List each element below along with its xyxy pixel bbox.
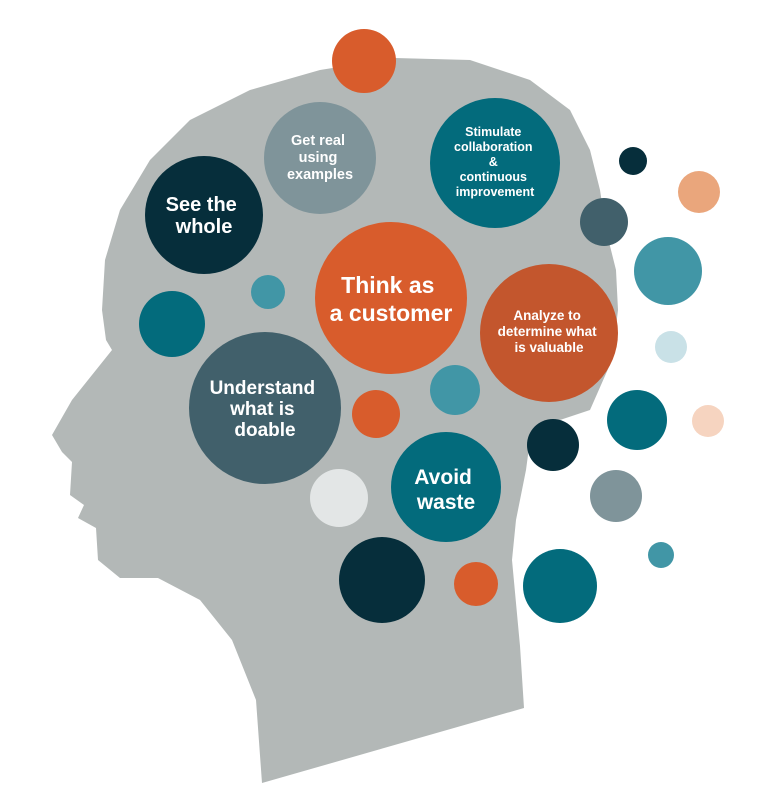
dot-orange-small-center — [352, 390, 400, 438]
bubble-think-as-a-customer: Think as a customer — [315, 222, 467, 374]
dot-navy-right-inner — [527, 419, 579, 471]
bubble-avoid-waste: Avoid waste — [391, 432, 501, 542]
dot-peach-top-right — [678, 171, 720, 213]
bubble-see-the-whole-label: See the whole — [166, 194, 243, 238]
bubble-analyze-to-determine-value-circle — [480, 264, 618, 402]
bubble-avoid-waste-label: Avoid waste — [414, 466, 477, 514]
dot-teal-right-lower — [607, 390, 667, 450]
dot-teal-center — [430, 365, 480, 415]
bubble-see-the-whole: See the whole — [145, 156, 263, 274]
bubble-get-real-using-examples-circle — [264, 102, 376, 214]
bubble-think-as-a-customer-circle — [315, 222, 467, 374]
dot-navy-bottom — [339, 537, 425, 623]
bubble-see-the-whole-circle — [145, 156, 263, 274]
bubble-understand-what-is-doable-circle — [189, 332, 341, 484]
dot-slate-right — [580, 198, 628, 246]
bubble-stimulate-collaboration: Stimulate collaboration & continuous imp… — [430, 98, 560, 228]
bubble-avoid-waste-circle — [391, 432, 501, 542]
bubble-understand-what-is-doable: Understand what is doable — [189, 332, 341, 484]
dot-small-teal-left — [251, 275, 285, 309]
bubble-get-real-using-examples-label: Get real using examples — [287, 133, 353, 183]
bubble-analyze-to-determine-value: Analyze to determine what is valuable — [480, 264, 618, 402]
dot-teal-mid-right — [634, 237, 702, 305]
dot-navy-small-top — [619, 147, 647, 175]
bubble-understand-what-is-doable-label: Understand what is doable — [210, 378, 321, 441]
dot-off-white-lower — [310, 469, 368, 527]
bubble-stimulate-collaboration-label: Stimulate collaboration & continuous imp… — [454, 125, 536, 199]
dot-gray-blue-right — [590, 470, 642, 522]
dot-top-orange — [332, 29, 396, 93]
bubble-get-real-using-examples: Get real using examples — [264, 102, 376, 214]
dot-teal-left — [139, 291, 205, 357]
dot-peach-light-right — [692, 405, 724, 437]
dot-teal-small-right — [648, 542, 674, 568]
bubble-analyze-to-determine-value-label: Analyze to determine what is valuable — [498, 308, 601, 355]
dot-teal-bottom-right — [523, 549, 597, 623]
bubble-think-as-a-customer-label: Think as a customer — [330, 272, 453, 326]
dot-pale-blue-right — [655, 331, 687, 363]
bubble-stimulate-collaboration-circle — [430, 98, 560, 228]
dot-orange-bottom — [454, 562, 498, 606]
